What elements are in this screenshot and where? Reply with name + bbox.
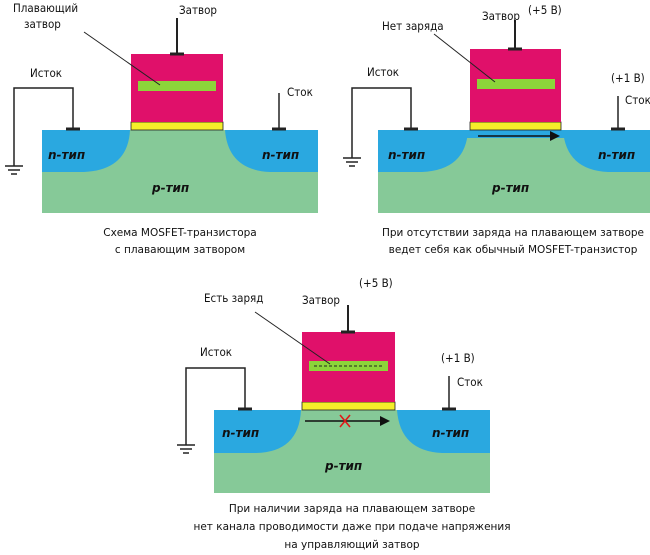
n-region-right xyxy=(563,130,650,172)
floating-gate-pointer xyxy=(83,31,161,86)
gate-label: Затвор xyxy=(482,9,520,23)
caption-line-2: ведет себя как обычный MOSFET-транзистор xyxy=(389,244,638,256)
charge-label: Нет заряда xyxy=(382,19,444,33)
conduction-channel xyxy=(466,130,565,138)
ground-icon xyxy=(5,165,23,175)
caption-line-1: Схема MOSFET-транзистора xyxy=(103,227,257,239)
drain-label: Сток xyxy=(625,93,650,107)
drain-voltage-label: (+1 В) xyxy=(611,71,645,85)
ground-icon xyxy=(343,157,361,167)
n-region-left xyxy=(214,410,301,453)
floating-gate-label: Плавающий xyxy=(13,1,78,15)
n-type-right-label: n-тип xyxy=(262,148,299,162)
gate-voltage-label: (+5 В) xyxy=(528,3,562,17)
source-wire xyxy=(185,367,246,445)
caption-line-2: с плавающим затвором xyxy=(115,244,245,256)
charge-label: Есть заряд xyxy=(204,291,263,305)
ground-icon xyxy=(177,444,195,454)
n-region-right xyxy=(397,410,490,453)
n-region-right xyxy=(225,130,318,172)
drain-label: Сток xyxy=(287,85,313,99)
arrow-head-icon xyxy=(380,416,390,426)
n-type-right-label: n-тип xyxy=(432,426,469,440)
p-type-label: p-тип xyxy=(491,181,529,195)
p-type-label: p-тип xyxy=(324,459,362,473)
arrow-head-icon xyxy=(550,131,560,141)
gate-label: Затвор xyxy=(179,3,217,17)
source-wire xyxy=(351,87,412,158)
n-type-right-label: n-тип xyxy=(598,148,635,162)
panel-floating-gate-mosfet: Плавающий затвор Затвор Исток Сток n-тип… xyxy=(5,1,318,256)
source-wire xyxy=(13,87,74,166)
oxide-layer xyxy=(130,121,224,131)
floating-gate xyxy=(138,81,216,91)
drain-label: Сток xyxy=(457,375,483,389)
oxide-layer xyxy=(301,401,396,411)
gate-voltage-label: (+5 В) xyxy=(359,276,393,290)
floating-gate xyxy=(309,361,388,371)
caption-line-1: При наличии заряда на плавающем затворе xyxy=(229,503,475,515)
charge-pointer xyxy=(254,311,331,365)
source-label: Исток xyxy=(367,65,399,79)
panel-no-charge: Нет заряда Затвор (+5 В) Исток (+1 В) Ст… xyxy=(343,3,650,256)
panel-with-charge: Есть заряд Затвор (+5 В) Исток (+1 В) Ст… xyxy=(177,276,511,551)
caption-line-2: нет канала проводимости даже при подаче … xyxy=(193,521,510,533)
n-type-left-label: n-тип xyxy=(388,148,425,162)
caption-line-3: на управляющий затвор xyxy=(284,539,419,551)
charge-pointer xyxy=(433,33,496,83)
oxide-layer xyxy=(469,121,562,131)
gate-label: Затвор xyxy=(302,293,340,307)
blocked-x-icon xyxy=(339,414,351,428)
n-type-left-label: n-тип xyxy=(222,426,259,440)
n-type-left-label: n-тип xyxy=(48,148,85,162)
caption-line-1: При отсутствии заряда на плавающем затво… xyxy=(382,227,644,239)
floating-gate xyxy=(477,79,555,89)
floating-gate-label-2: затвор xyxy=(24,17,61,31)
drain-voltage-label: (+1 В) xyxy=(441,351,475,365)
n-region-left xyxy=(42,130,130,172)
p-type-label: p-тип xyxy=(151,181,189,195)
source-label: Исток xyxy=(200,345,232,359)
n-region-left xyxy=(378,130,468,172)
source-label: Исток xyxy=(30,66,62,80)
